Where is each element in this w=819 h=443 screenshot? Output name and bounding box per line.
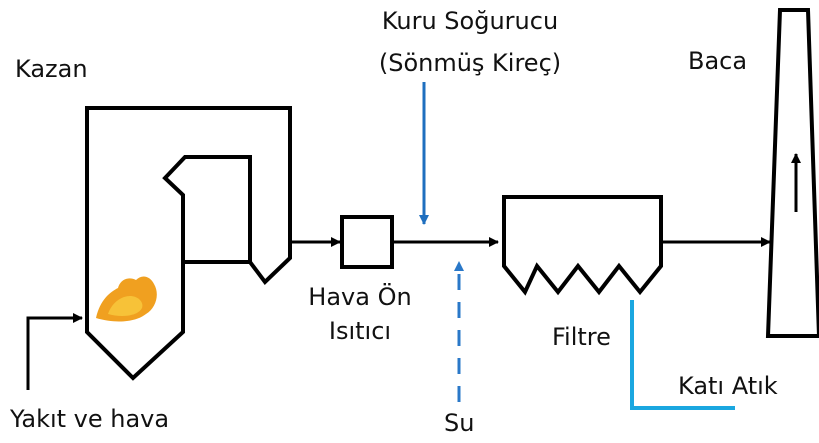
filter-unit [502,195,663,296]
solid-waste-line [630,300,735,410]
preheater-label-line2: Isıtıcı [328,317,392,345]
solid-waste-label: Katı Atık [678,372,778,400]
boiler-label: Kazan [15,55,88,83]
absorber-label-line1: Kuru Soğurucu [381,7,559,35]
fuel-air-line [26,313,83,390]
stack-outline [765,8,819,338]
fuel-air-label: Yakıt ve hava [10,405,170,433]
absorber-label-line2: (Sönmüş Kireç) [378,49,562,77]
air-preheater-box [340,215,394,269]
flame-icon [96,276,157,322]
water-label: Su [444,409,475,437]
stack-label: Baca [688,47,748,75]
filter-label: Filtre [552,323,611,351]
boiler-outline [85,106,292,381]
preheater-label-line1: Hava Ön [308,283,412,311]
boiler-baffle [162,155,252,262]
